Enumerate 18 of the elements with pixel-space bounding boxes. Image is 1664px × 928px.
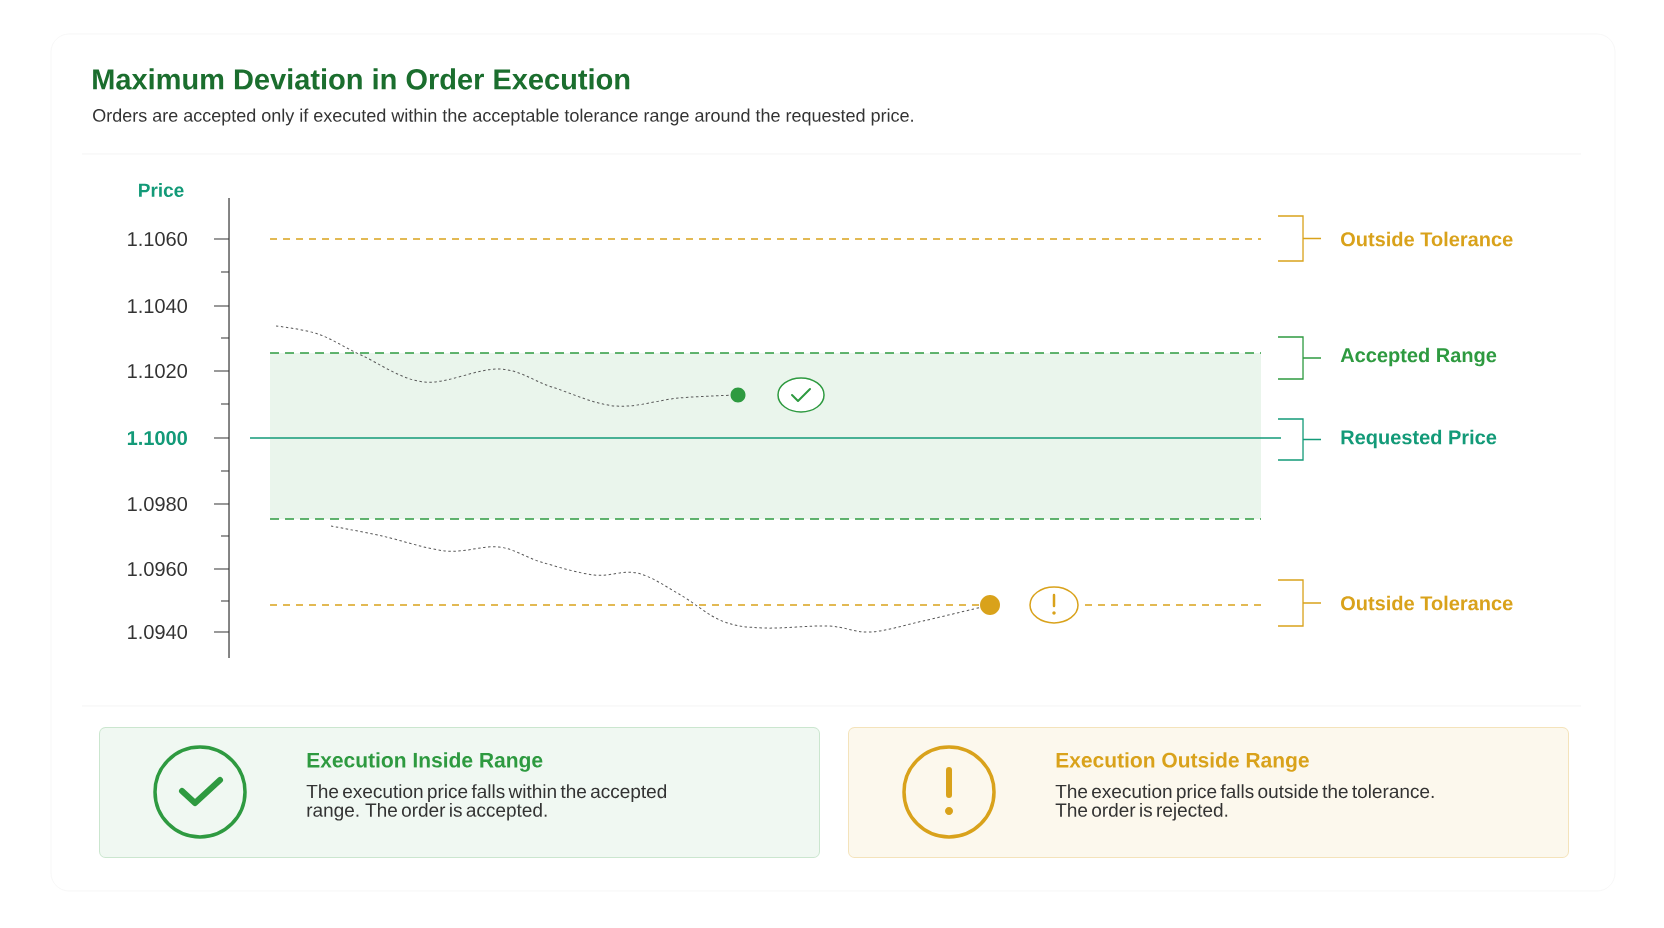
axis-title: Price xyxy=(139,183,184,197)
tick-label: 1.1000 xyxy=(127,430,187,446)
zone-label: Outside Tolerance xyxy=(1341,595,1513,611)
tick-label: 1.0960 xyxy=(128,561,187,577)
tick-label: 1.1040 xyxy=(128,298,187,314)
tick-label: 1.0980 xyxy=(128,496,187,512)
title: Maximum Deviation in Order Execution xyxy=(93,68,630,90)
zone-label: Accepted Range xyxy=(1340,347,1497,367)
zone-label: Requested Price xyxy=(1341,429,1497,449)
tick-label: 1.0940 xyxy=(128,624,187,640)
card-text: The execution price falls outside the tolerance. The order is rejected. xyxy=(1055,784,1434,821)
tick-label: 1.1060 xyxy=(128,231,187,247)
tick-label: 1.1020 xyxy=(128,363,187,379)
card-text: The execution price falls within the accepted range. The order is accepted. xyxy=(306,784,667,821)
subtitle: Orders are accepted only if executed within the acceptable tolerance range around the requested price. xyxy=(93,108,913,126)
card-heading: Execution Outside Range xyxy=(1056,752,1309,772)
card-heading: Execution Inside Range xyxy=(307,752,543,772)
zone-label: Outside Tolerance xyxy=(1341,231,1513,247)
